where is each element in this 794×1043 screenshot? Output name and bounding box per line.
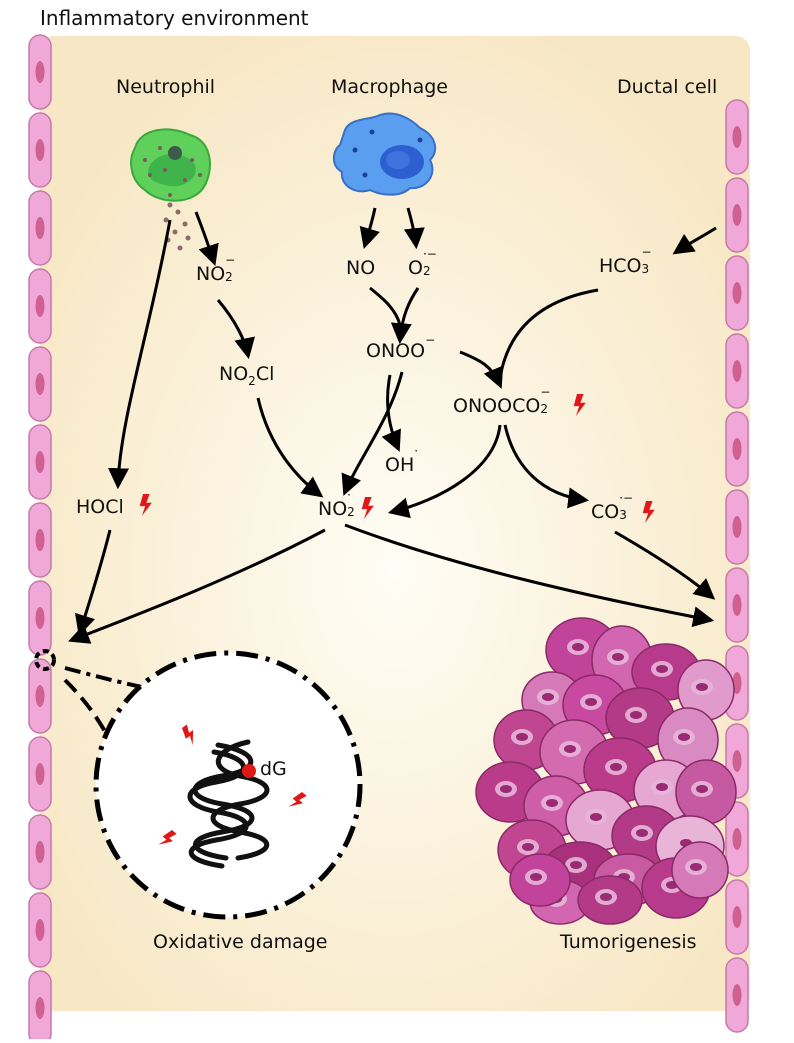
arrow-onooco2-to-no2radical	[387, 424, 502, 519]
arrow-macrophage-to-o2	[403, 207, 425, 250]
species-bicarbonate: HCO−3	[599, 245, 652, 277]
lightning-bolt-icon	[182, 724, 194, 745]
tumor-cell	[605, 687, 675, 749]
oxidative-damage-zoom-circle	[93, 650, 363, 920]
oxidative-damage-label: Oxidative damage	[153, 931, 328, 953]
tumor-cell	[677, 659, 735, 721]
ductal-cell-label: Ductal cell	[617, 76, 718, 98]
right-epithelial-cell	[725, 99, 749, 175]
neutrophil-cell-icon	[130, 128, 211, 251]
dg-label: dG	[260, 758, 287, 780]
right-epithelial-cell	[725, 801, 749, 877]
dg-oxidized-base-dot	[242, 764, 256, 778]
lightning-bolt-icon	[361, 497, 374, 519]
lightning-bolt-icon	[642, 501, 655, 523]
arrow-co3-to-tumor	[614, 530, 716, 600]
arrow-no2radical-to-epithelium	[68, 528, 326, 644]
arrow-neutrophil-to-no2minus	[194, 211, 219, 266]
tumor-cell	[577, 875, 643, 925]
lightning-bolt-icon	[573, 394, 586, 416]
lightning-bolt-icon	[139, 494, 152, 516]
arrow-onoo-to-onooco2	[459, 350, 504, 389]
lightning-bolt-icon	[158, 830, 177, 845]
arrow-ductal-to-hco3	[672, 226, 717, 255]
arrow-no2cl-to-no2radical	[256, 397, 324, 498]
left-epithelium	[28, 34, 52, 1043]
right-epithelial-cell	[725, 957, 749, 1033]
left-epithelial-cell	[28, 502, 52, 578]
species-nitrite: NO−2	[196, 253, 236, 285]
arrow-hocl-to-epithelium	[74, 529, 112, 637]
arrow-onoo-to-no2radical	[341, 371, 404, 496]
species-nitric-oxide: NO	[346, 257, 376, 279]
species-nitryl-chloride: NO2Cl	[219, 363, 275, 388]
tumorigenesis-label: Tumorigenesis	[560, 931, 697, 953]
species-peroxynitrite: ONOO−	[366, 333, 436, 362]
arrow-hco3-to-onooco2	[498, 288, 599, 379]
left-epithelial-cell	[28, 814, 52, 890]
species-carbonate-radical: CO·−3	[591, 491, 634, 523]
arrow-no-to-onoo	[369, 286, 402, 326]
left-epithelial-cell	[28, 580, 52, 656]
tumor-cell	[657, 707, 719, 773]
arrow-no2minus-to-no2cl	[216, 299, 255, 360]
tumor-cell	[509, 853, 571, 907]
left-epithelial-cell	[28, 658, 52, 734]
species-superoxide: O·−2	[408, 247, 437, 279]
right-epithelial-cell	[725, 411, 749, 487]
right-epithelial-cell	[725, 489, 749, 565]
macrophage-label: Macrophage	[331, 76, 448, 98]
species-hydroxyl-radical: OH·	[385, 444, 419, 476]
tumor-cell	[675, 759, 737, 825]
arrow-o2-to-onoo	[390, 287, 420, 345]
left-epithelial-cell	[28, 268, 52, 344]
arrow-macrophage-to-no	[359, 207, 380, 250]
left-epithelial-cell	[28, 112, 52, 188]
right-epithelial-cell	[725, 255, 749, 331]
tumor-cell-cluster	[475, 617, 737, 925]
lightning-bolts	[139, 394, 655, 845]
reaction-arrows	[68, 207, 717, 644]
arrow-neutrophil-to-hocl	[108, 219, 172, 490]
left-epithelial-cell	[28, 190, 52, 266]
species-nitrogen-dioxide: NO·2	[318, 488, 355, 520]
left-epithelial-cell	[28, 736, 52, 812]
arrow-onooco2-to-co3	[503, 424, 590, 509]
left-epithelial-cell	[28, 34, 52, 110]
left-epithelial-cell	[28, 346, 52, 422]
right-epithelial-cell	[725, 567, 749, 643]
left-epithelial-cell	[28, 970, 52, 1043]
right-epithelial-cell	[725, 177, 749, 253]
species-nitrosoperoxycarbonate: ONOOCO−2	[453, 385, 551, 417]
left-epithelial-cell	[28, 892, 52, 968]
macrophage-cell-icon	[332, 112, 437, 196]
right-epithelial-cell	[725, 879, 749, 955]
arrow-no2radical-to-tumor	[344, 523, 715, 628]
species-hypochlorous-acid: HOCl	[76, 496, 124, 518]
damage-site-marker	[34, 649, 56, 671]
left-epithelial-cell	[28, 424, 52, 500]
lightning-bolt-icon	[288, 792, 307, 807]
neutrophil-label: Neutrophil	[116, 76, 216, 98]
right-epithelial-cell	[725, 333, 749, 409]
page-title: Inflammatory environment	[40, 6, 309, 30]
tumor-cell	[671, 841, 729, 899]
